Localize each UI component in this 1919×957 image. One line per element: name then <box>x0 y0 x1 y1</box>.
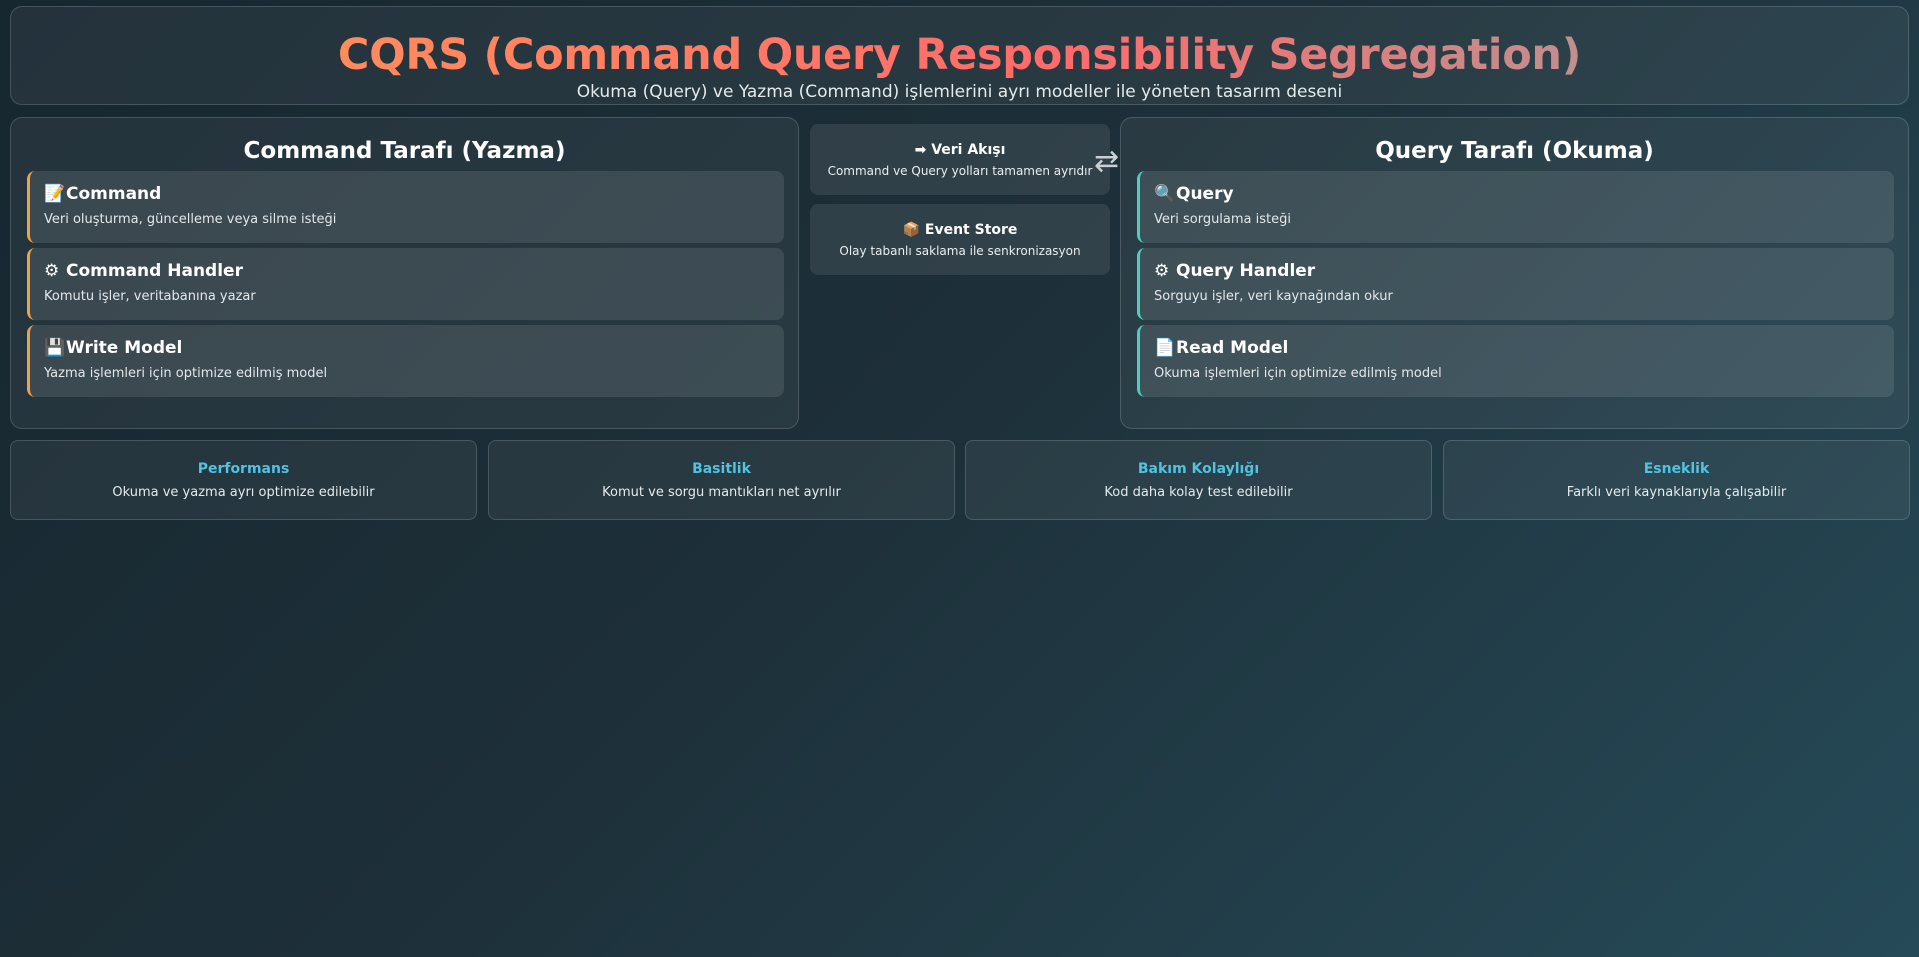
floppy-disk-icon: 💾 <box>44 338 66 358</box>
data-flow-title: Veri Akışı <box>931 142 1006 158</box>
event-store-title: Event Store <box>924 222 1018 238</box>
command-side-title: Command Tarafı (Yazma) <box>243 138 566 164</box>
event-store-desc: Olay tabanlı saklama ile senkronizasyon <box>839 244 1081 258</box>
benefit-performance-title: Performans <box>197 461 290 477</box>
page-title: CQRS (Command Query Responsibility Segre… <box>11 30 1908 82</box>
benefit-maintainability-desc: Kod daha kolay test edilebilir <box>1104 485 1293 500</box>
magnifier-icon: 🔍 <box>1154 184 1176 204</box>
benefit-flexibility-desc: Farklı veri kaynaklarıyla çalışabilir <box>1566 485 1787 500</box>
swap-arrows-icon: ⇄ <box>1094 144 1120 179</box>
page-subtitle: Okuma (Query) ve Yazma (Command) işlemle… <box>576 81 1343 102</box>
query-handler-card-title: Query Handler <box>1176 261 1316 281</box>
command-card-title: Command <box>66 184 162 204</box>
query-card-desc: Veri sorgulama isteği <box>1154 212 1291 227</box>
gear-icon: ⚙ <box>1154 261 1170 281</box>
header-panel: CQRS (Command Query Responsibility Segre… <box>10 6 1909 105</box>
data-flow-box: ➡ Veri Akışı Command ve Query yolları ta… <box>810 124 1110 195</box>
command-handler-card-title: Command Handler <box>66 261 243 281</box>
benefit-performance-desc: Okuma ve yazma ayrı optimize edilebilir <box>112 485 375 500</box>
write-model-card: 💾Write Model Yazma işlemleri için optimi… <box>27 325 784 397</box>
command-side-panel: Command Tarafı (Yazma) 📝Command Veri olu… <box>10 117 799 429</box>
benefit-simplicity-card: Basitlik Komut ve sorgu mantıkları net a… <box>488 440 955 520</box>
read-model-card: 📄Read Model Okuma işlemleri için optimiz… <box>1137 325 1894 397</box>
command-handler-card-desc: Komutu işler, veritabanına yazar <box>44 289 256 304</box>
command-card-desc: Veri oluşturma, güncelleme veya silme is… <box>44 212 337 227</box>
package-icon: 📦 <box>902 222 921 238</box>
write-model-card-title: Write Model <box>66 338 183 358</box>
event-store-box: 📦 Event Store Olay tabanlı saklama ile s… <box>810 204 1110 275</box>
data-flow-desc: Command ve Query yolları tamamen ayrıdır <box>827 164 1093 178</box>
read-model-card-desc: Okuma işlemleri için optimize edilmiş mo… <box>1154 366 1442 381</box>
query-handler-card-desc: Sorguyu işler, veri kaynağından okur <box>1154 289 1393 304</box>
command-card: 📝Command Veri oluşturma, güncelleme veya… <box>27 171 784 243</box>
memo-icon: 📝 <box>44 184 66 204</box>
write-model-card-desc: Yazma işlemleri için optimize edilmiş mo… <box>44 366 328 381</box>
query-side-panel: Query Tarafı (Okuma) 🔍Query Veri sorgula… <box>1120 117 1909 429</box>
benefit-flexibility-card: Esneklik Farklı veri kaynaklarıyla çalış… <box>1443 440 1910 520</box>
read-model-card-title: Read Model <box>1176 338 1289 358</box>
benefit-flexibility-title: Esneklik <box>1643 461 1710 477</box>
benefit-performance-card: Performans Okuma ve yazma ayrı optimize … <box>10 440 477 520</box>
benefit-simplicity-title: Basitlik <box>692 461 751 477</box>
gear-icon: ⚙ <box>44 261 60 281</box>
query-side-title: Query Tarafı (Okuma) <box>1375 138 1654 164</box>
benefit-maintainability-card: Bakım Kolaylığı Kod daha kolay test edil… <box>965 440 1432 520</box>
benefit-maintainability-title: Bakım Kolaylığı <box>1137 461 1260 477</box>
query-card: 🔍Query Veri sorgulama isteği <box>1137 171 1894 243</box>
command-handler-card: ⚙ Command Handler Komutu işler, veritaban… <box>27 248 784 320</box>
benefit-simplicity-desc: Komut ve sorgu mantıkları net ayrılır <box>602 485 841 500</box>
document-icon: 📄 <box>1154 338 1176 358</box>
query-handler-card: ⚙ Query Handler Sorguyu işler, veri kayna… <box>1137 248 1894 320</box>
arrow-right-icon: ➡ <box>914 142 927 158</box>
query-card-title: Query <box>1176 184 1234 204</box>
